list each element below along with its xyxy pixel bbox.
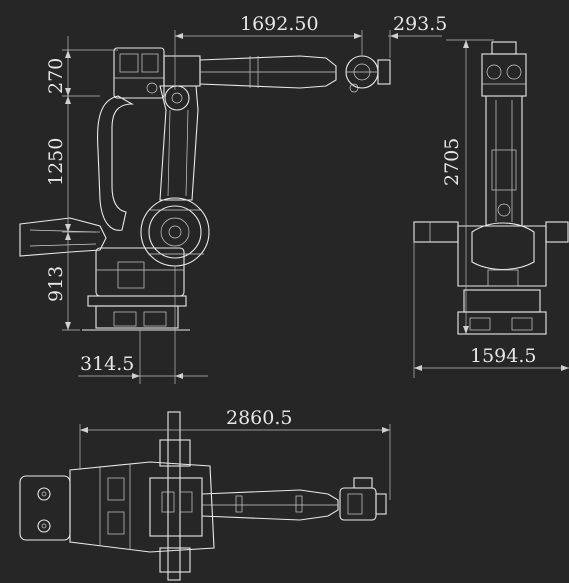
front-view <box>413 39 569 378</box>
top-wrist <box>339 487 377 521</box>
dim-wrist-offset: 293.5 <box>393 13 447 35</box>
dim-base-height: 913 <box>45 266 67 302</box>
top-body <box>69 461 215 553</box>
dim-arm-length: 1250 <box>45 138 67 186</box>
parallel-link <box>97 95 135 231</box>
front-turret <box>457 225 547 287</box>
counterweight <box>19 217 107 257</box>
dim-top-length: 2860.5 <box>226 407 292 429</box>
forearm-base <box>163 55 201 87</box>
front-base <box>457 311 547 335</box>
dim-side-height: 2705 <box>441 138 463 186</box>
side-view <box>19 30 442 384</box>
turret <box>95 247 185 297</box>
dim-upper-height: 270 <box>45 58 67 94</box>
front-arm <box>485 95 523 227</box>
dim-base-offset: 314.5 <box>80 353 134 375</box>
dim-side-width: 1594.5 <box>470 345 536 367</box>
front-wrist <box>481 53 527 97</box>
right-motor <box>545 221 569 243</box>
left-motor <box>413 221 459 243</box>
base-pedestal <box>95 305 179 329</box>
forearm <box>199 55 337 89</box>
shoulder-joint <box>140 197 210 267</box>
base-plate <box>87 295 187 307</box>
top-view <box>19 411 391 581</box>
top-joint <box>149 477 203 537</box>
side-dimensions <box>62 30 442 384</box>
dim-reach-horizontal: 1692.50 <box>240 13 319 35</box>
top-counterweight <box>19 475 71 541</box>
top-dimensions <box>79 424 391 500</box>
front-dimensions <box>413 39 569 378</box>
top-forearm <box>201 489 339 521</box>
